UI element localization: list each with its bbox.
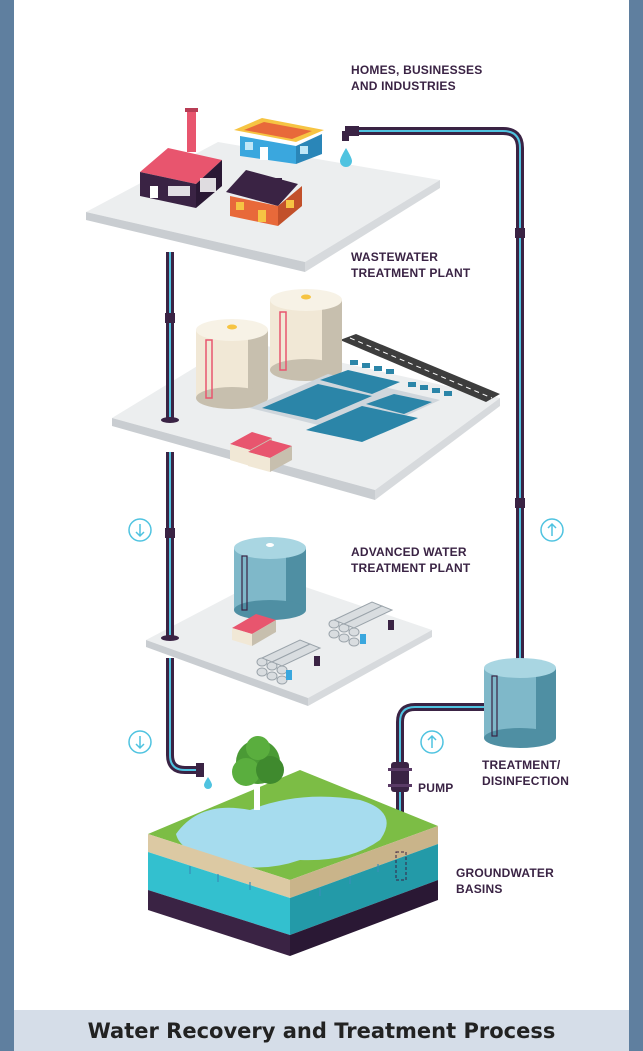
water-drop-icon — [204, 148, 352, 789]
arrow-down-circle-icon — [128, 730, 152, 754]
footer-title: Water Recovery and Treatment Process — [87, 1018, 556, 1043]
label-advanced-plant: ADVANCED WATER TREATMENT PLANT — [351, 545, 471, 575]
storage-tank-2 — [270, 289, 342, 381]
pipe-system — [161, 126, 529, 829]
office-building — [234, 118, 324, 164]
tree — [232, 736, 284, 810]
process-diagram — [86, 108, 564, 956]
groundwater-basin — [148, 770, 438, 956]
advanced-small-building — [232, 614, 276, 646]
advanced-tank — [234, 537, 306, 620]
platform-advanced — [146, 575, 432, 706]
arrow-down-circle-icon — [128, 518, 152, 542]
arrow-up-circle-icon — [540, 518, 564, 542]
disinfection-tank — [484, 658, 556, 748]
membrane-filter-rack — [256, 601, 394, 685]
label-homes: HOMES, BUSINESSES AND INDUSTRIES — [351, 63, 483, 93]
house — [226, 170, 302, 226]
filter-accents — [286, 620, 394, 680]
label-treatment-disinfection: TREATMENT/ DISINFECTION — [482, 758, 570, 788]
storage-tank-1 — [196, 319, 268, 409]
label-pump: PUMP — [418, 781, 454, 795]
footer-bar: Water Recovery and Treatment Process — [14, 1010, 629, 1051]
label-groundwater-basins: GROUNDWATER BASINS — [456, 866, 554, 896]
arrow-up-circle-icon — [420, 730, 444, 754]
treatment-pools — [250, 360, 452, 442]
factory-building — [140, 108, 222, 208]
small-building — [230, 432, 292, 472]
road — [340, 334, 500, 402]
label-wastewater-plant: WASTEWATER TREATMENT PLANT — [351, 250, 471, 280]
